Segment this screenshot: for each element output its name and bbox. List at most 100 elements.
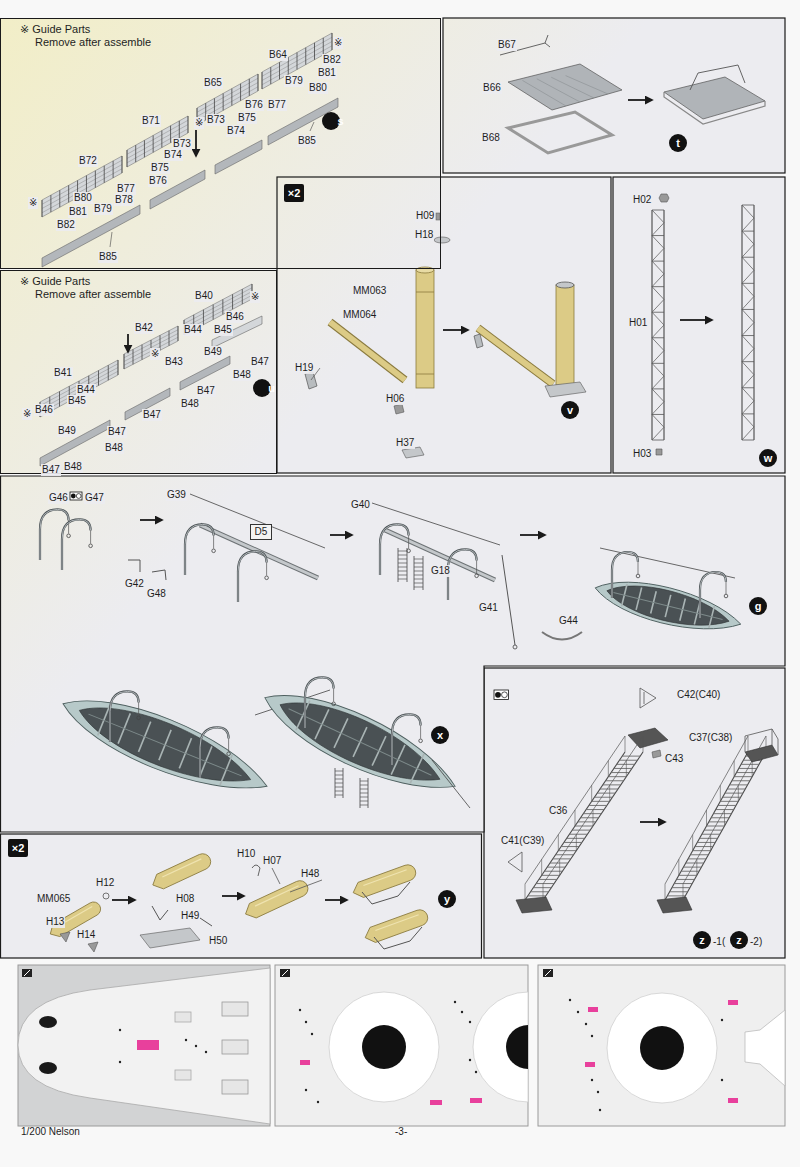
frame-part — [508, 852, 522, 872]
plate-groove — [566, 76, 608, 94]
ladder-rung — [335, 779, 343, 780]
stair-tread — [589, 805, 607, 806]
davit-fall — [726, 582, 727, 594]
label-anchor: B80 — [73, 190, 93, 204]
body-highlight — [363, 870, 406, 886]
deck-dot — [597, 1091, 599, 1093]
part-number: B64 — [268, 49, 288, 61]
part-number: G48 — [146, 588, 167, 600]
panel-ground — [443, 18, 785, 173]
guide-plate — [125, 388, 170, 420]
deck-fitting — [222, 1002, 248, 1016]
lattice-strut — [652, 210, 664, 211]
ladder-rung — [335, 771, 343, 772]
stair-tread — [539, 879, 557, 880]
handrail-stanchion — [710, 835, 711, 851]
label-anchor: G47 — [84, 490, 105, 504]
page-icon — [22, 969, 32, 977]
davit-arm-highlight — [200, 727, 229, 778]
part-number: B71 — [141, 115, 161, 127]
label-anchor: H48 — [300, 866, 320, 880]
lattice-strut — [742, 335, 754, 336]
davit-fall — [408, 535, 409, 548]
railing-stanchion — [104, 166, 105, 183]
part-number: B75 — [237, 112, 257, 124]
railing-stanchion — [59, 392, 60, 407]
davit-arm-highlight — [110, 691, 139, 742]
barbette — [329, 992, 439, 1102]
handrail-stanchion — [626, 761, 627, 777]
davit-arm — [185, 524, 214, 575]
stair-tread — [575, 826, 593, 827]
davit-arm — [448, 549, 477, 600]
ladder-rail — [423, 556, 424, 590]
part-number: B44 — [183, 324, 203, 336]
davit-arm — [110, 691, 139, 742]
plate-frame — [508, 112, 612, 153]
railing-stanchion — [50, 195, 51, 212]
part-number: H13 — [45, 916, 65, 928]
quantity-badge: ×2 — [8, 839, 28, 857]
part-number: H10 — [236, 848, 256, 860]
stair-tread — [569, 834, 587, 835]
railing-stanchion — [170, 126, 171, 143]
deck-dot — [591, 1035, 593, 1037]
lattice-strut — [742, 205, 754, 206]
lattice-strut — [652, 363, 664, 364]
handrail-stanchion — [734, 761, 735, 777]
wire-part — [502, 555, 515, 645]
ladder-rung — [398, 563, 407, 564]
label-anchor: B46 — [34, 402, 54, 416]
stair-tread — [558, 850, 576, 851]
lattice-strut — [652, 414, 664, 415]
railing-stanchion — [262, 72, 263, 89]
label-anchor: B47 — [196, 383, 216, 397]
ladder-rung — [414, 559, 423, 560]
node-label: y — [444, 893, 450, 905]
handrail-stanchion — [608, 761, 609, 777]
railing-stanchion — [258, 74, 259, 91]
step-arrow — [520, 534, 545, 536]
lattice-strut — [742, 387, 754, 388]
railing-stanchion — [188, 116, 189, 133]
part-number: B74 — [226, 125, 246, 137]
part-number: H07 — [262, 855, 282, 867]
davit-fall — [476, 560, 477, 573]
deck-dot — [599, 1109, 601, 1111]
beam-edge — [385, 530, 495, 580]
davit-arm — [700, 572, 726, 618]
label-anchor: G46 — [48, 490, 69, 504]
handrail-stanchion — [525, 884, 526, 900]
railing-stanchion — [108, 365, 109, 380]
node-label: w — [764, 452, 773, 464]
part-number: H09 — [415, 210, 435, 222]
part-number: H19 — [294, 362, 314, 374]
panel-ground — [1, 834, 482, 958]
yellow-body — [362, 908, 429, 946]
label-anchor: B82 — [322, 52, 342, 66]
boat-hull — [53, 680, 276, 810]
part-number: B40 — [194, 290, 214, 302]
step-arrow — [680, 319, 712, 321]
small-plate — [545, 382, 586, 397]
stair-tread — [614, 768, 632, 769]
step-arrow — [140, 519, 162, 521]
part-number: ※ — [150, 348, 160, 360]
label-anchor: B75 — [237, 110, 257, 124]
railing-stanchion — [124, 354, 125, 369]
ladder-rung — [414, 571, 423, 572]
node-label: ×2 — [12, 842, 25, 854]
railing-stanchion — [122, 156, 123, 173]
label-anchor: H49 — [180, 908, 200, 922]
davit-arm — [305, 677, 334, 728]
highlight-mark — [588, 1007, 598, 1012]
boat — [53, 680, 276, 810]
handrail-stanchion — [738, 785, 739, 801]
panel-heading: Remove after assemble — [35, 36, 151, 49]
deck-dot — [591, 1079, 593, 1081]
label-anchor: H10 — [236, 846, 256, 860]
highlight-mark — [430, 1100, 442, 1105]
leader-line — [110, 232, 112, 247]
fin-part — [60, 932, 70, 942]
deck-dot — [469, 1059, 471, 1061]
